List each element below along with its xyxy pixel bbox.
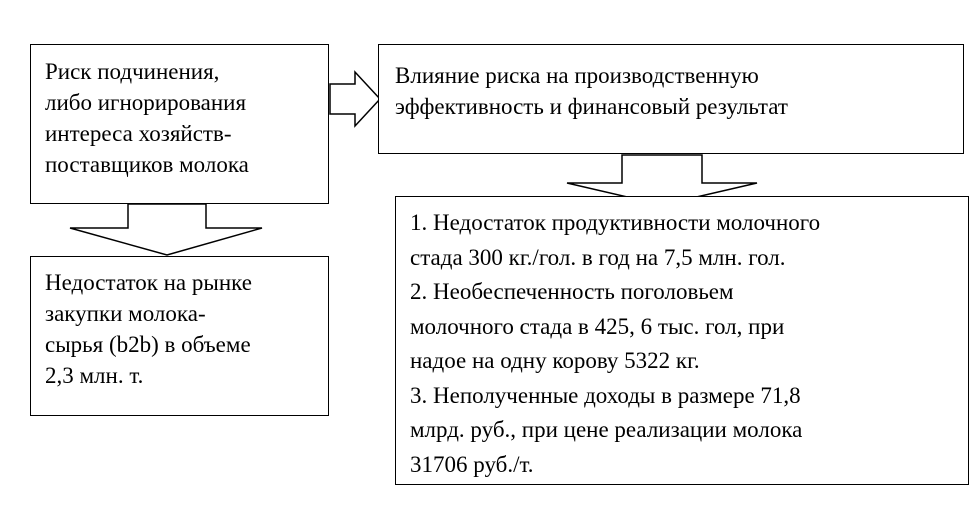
consequences-line-8: 31706 руб./т. bbox=[410, 451, 534, 477]
consequences-line-3: 2. Необеспеченность поголовьем bbox=[410, 279, 734, 304]
consequences-line-2: стада 300 кг./гол. в год на 7,5 млн. гол… bbox=[410, 244, 786, 270]
consequences-line-6: 3. Неполученные доходы в размере 71,8 bbox=[410, 382, 801, 408]
consequences-line-7: млрд. руб., при цене реализации молока bbox=[410, 417, 803, 442]
influence-box: Влияние риска на производственную эффект… bbox=[378, 44, 964, 154]
risk-line-2: либо игнорирования bbox=[45, 90, 247, 115]
block-arrow-down-right-icon bbox=[566, 154, 758, 206]
block-arrow-down-left-icon bbox=[69, 203, 263, 256]
influence-line-1: Влияние риска на производственную bbox=[395, 63, 759, 88]
block-arrow-right-icon bbox=[329, 70, 382, 128]
shortage-line-4: 2,3 млн. т. bbox=[45, 363, 144, 388]
risk-line-3: интереса хозяйств- bbox=[45, 121, 232, 146]
consequences-line-5: надое на одну корову 5322 кг. bbox=[410, 348, 700, 373]
shortage-line-3: сырья (b2b) в объеме bbox=[45, 332, 251, 357]
consequences-box: 1. Недостаток продуктивности молочного с… bbox=[395, 196, 969, 485]
consequences-line-4: молочного стада в 425, 6 тыс. гол, при bbox=[410, 313, 785, 339]
shortage-line-1: Недостаток на рынке bbox=[45, 270, 252, 295]
risk-line-4: поставщиков молока bbox=[45, 152, 249, 177]
risk-box: Риск подчинения, либо игнорирования инте… bbox=[30, 44, 329, 204]
shortage-box: Недостаток на рынке закупки молока- сырь… bbox=[30, 256, 329, 416]
consequences-line-1: 1. Недостаток продуктивности молочного bbox=[410, 210, 821, 235]
risk-line-1: Риск подчинения, bbox=[45, 59, 220, 84]
influence-line-2: эффективность и финансовый результат bbox=[395, 94, 788, 119]
shortage-line-2: закупки молока- bbox=[45, 301, 206, 326]
